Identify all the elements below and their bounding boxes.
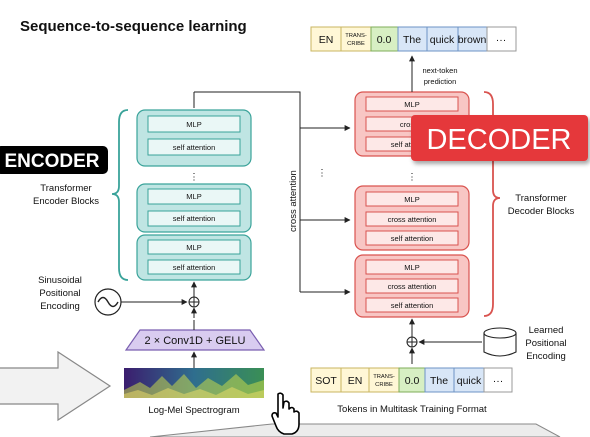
output-token-5: brown <box>458 34 487 46</box>
output-token-6: ··· <box>496 34 507 46</box>
svg-text:TRANS-: TRANS- <box>373 374 395 380</box>
decoder-self-attention-label-2: self attention <box>391 234 434 243</box>
encoder-stack: MLP self attention ⋮ MLP self attention … <box>136 109 252 281</box>
spectrogram-image <box>124 368 264 398</box>
decoder-blocks-label-line1: Transformer <box>515 193 566 204</box>
bottom-panel <box>149 423 561 437</box>
cross-attention-label: cross attention <box>288 170 299 232</box>
decoder-ellipsis: ⋮ <box>407 172 417 183</box>
cross-attention-ellipsis: ⋮ <box>317 168 327 179</box>
output-token-3: The <box>403 34 421 46</box>
decoder-badge <box>411 115 588 161</box>
next-token-label-1: next-token <box>422 66 457 75</box>
encoder-self-attention-label-3: self attention <box>173 263 216 272</box>
next-token-label-2: prediction <box>424 77 457 86</box>
learned-label-1: Learned <box>529 325 564 336</box>
input-arrow-graphic <box>0 350 112 422</box>
svg-text:CRIBE: CRIBE <box>347 41 365 47</box>
decoder-blocks-label-line2: Decoder Blocks <box>508 206 575 217</box>
output-token-4: quick <box>430 34 455 46</box>
decoder-brace <box>483 91 501 317</box>
decoder-mlp-label-2: MLP <box>404 195 419 204</box>
hand-cursor-icon <box>271 392 300 435</box>
tokens-label: Tokens in Multitask Training Format <box>337 404 487 415</box>
output-token-2: 0.0 <box>377 34 392 46</box>
input-token-row: SOT EN TRANS- CRIBE 0.0 The quick ··· <box>310 367 513 393</box>
decoder-badge-label: DECODER <box>426 124 571 156</box>
learned-label-2: Positional <box>525 338 566 349</box>
svg-text:CRIBE: CRIBE <box>375 382 393 388</box>
encoder-mlp-label-2: MLP <box>186 192 201 201</box>
decoder-cross-attention-label-2: cross attention <box>388 215 437 224</box>
input-token-1: EN <box>348 375 363 387</box>
encoder-blocks-label-line2: Encoder Blocks <box>33 196 99 207</box>
input-token-6: ··· <box>493 375 504 387</box>
conv1d-gelu-block <box>124 329 266 351</box>
output-token-0: EN <box>319 34 334 46</box>
decoder-mlp-label: MLP <box>404 100 419 109</box>
learned-positional-encoding-icon <box>483 327 517 357</box>
encoder-badge-label: ENCODER <box>4 151 99 172</box>
encoder-badge <box>0 146 108 174</box>
sinusoidal-label-1: Sinusoidal <box>38 275 82 286</box>
encoder-mlp-label-3: MLP <box>186 243 201 252</box>
conv1d-gelu-label: 2 × Conv1D + GELU <box>145 335 246 347</box>
sinusoidal-label-2: Positional <box>39 288 80 299</box>
diagram-title: Sequence-to-sequence learning <box>20 18 247 35</box>
input-token-5: quick <box>457 375 482 387</box>
encoder-self-attention-label: self attention <box>173 143 216 152</box>
spectrogram-label: Log-Mel Spectrogram <box>148 405 239 416</box>
encoder-blocks-label-line1: Transformer <box>40 183 91 194</box>
encoder-ellipsis: ⋮ <box>189 172 199 183</box>
encoder-self-attention-box <box>147 138 241 156</box>
cross-attention-connector-top <box>194 91 351 131</box>
input-token-3: 0.0 <box>405 375 420 387</box>
decoder-mlp-label-3: MLP <box>404 263 419 272</box>
svg-text:TRANS-: TRANS- <box>345 33 367 39</box>
encoder-mlp-box <box>147 115 241 133</box>
input-token-0: SOT <box>315 375 337 387</box>
output-token-row: EN TRANS- CRIBE 0.0 The quick brown ··· <box>310 26 517 52</box>
decoder-self-attention-label-3: self attention <box>391 301 434 310</box>
encoder-mlp-label: MLP <box>186 120 201 129</box>
sinusoidal-label-3: Encoding <box>40 301 80 312</box>
encoder-self-attention-label-2: self attention <box>173 214 216 223</box>
encoder-brace <box>111 109 129 281</box>
input-token-4: The <box>430 375 448 387</box>
decoder-cross-attention-label-3: cross attention <box>388 282 437 291</box>
learned-label-3: Encoding <box>526 351 566 362</box>
